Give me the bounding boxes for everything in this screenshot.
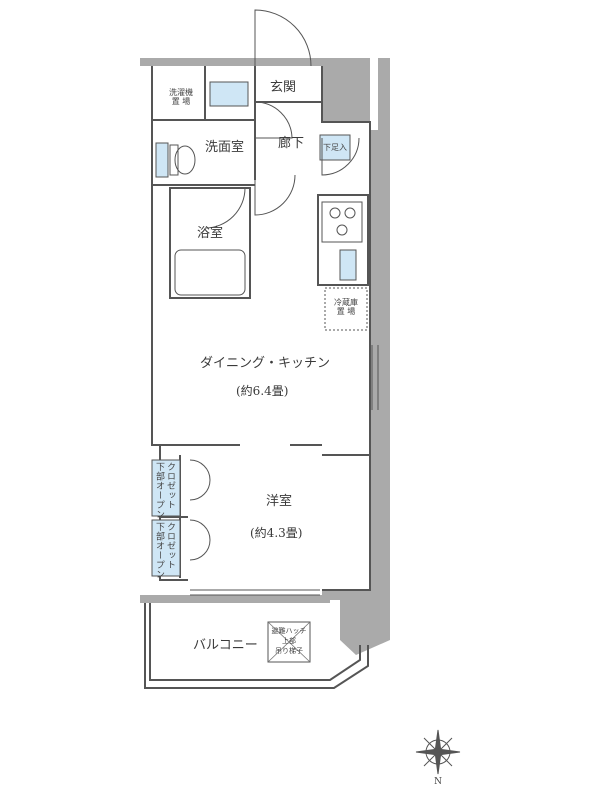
closet-1-sub-label: 下部オープン [154,462,164,519]
entrance-label: 玄関 [270,80,297,95]
bathtub [174,249,246,296]
evac-hatch-label: 避難ハッチ 上部 吊り梯子 [271,627,307,655]
kitchen-window [371,345,379,410]
balcony-label: バルコニー [193,638,258,653]
sink [339,249,357,281]
closet-1-box [151,459,181,517]
dining-kitchen-area: (約6.4畳) [236,384,289,398]
fixtures-blue [151,81,357,577]
hallway-label: 廊下 [278,136,305,151]
structural-walls [140,58,390,655]
closet-2-sub-label: 下部オープン [154,522,164,579]
wash-basin [155,142,169,178]
fridge-label: 冷蔵庫 置 場 [334,298,358,316]
shoe-cabinet [319,134,351,161]
washer-label: 洗濯機 置 場 [169,88,193,106]
compass-north-label: N [434,777,442,787]
closet-2-box [151,519,181,577]
western-room-area: (約4.3畳) [250,526,303,540]
walls [144,66,371,689]
closet-1-label: クロゼット [165,462,175,510]
evac-hatch-box [267,621,311,663]
doors [189,9,360,596]
closet-2-label: クロゼット [165,522,175,570]
toilet [169,144,196,176]
compass-icon [415,729,461,775]
washing-machine-pan [209,81,249,107]
stove [321,201,363,243]
dining-kitchen-label: ダイニング・キッチン [200,356,331,371]
bathroom-label: 浴室 [197,226,224,241]
washroom-label: 洗面室 [205,140,245,155]
shoe-storage-label: 下足入 [323,143,347,152]
western-room-label: 洋室 [266,494,293,509]
